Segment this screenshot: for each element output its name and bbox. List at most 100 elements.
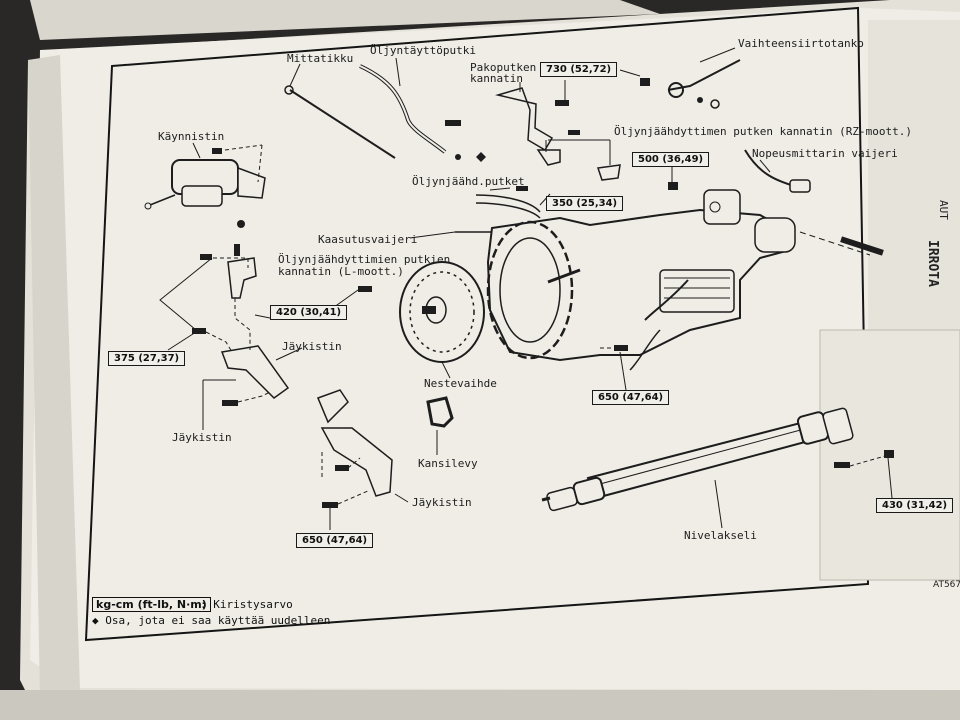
leader-line [759,159,771,173]
oil-filler-tube-inner [359,65,446,153]
shift-rod-shape [667,59,741,91]
leader-line [887,457,893,499]
cooler-pipe-shape [475,202,541,219]
side-heading: IRROTA [925,240,940,287]
leader-line [394,493,409,503]
torque-spec-420: 420 (30,41) [270,305,348,320]
label-shift-rod: Vaihteensiirtotanko [738,37,864,50]
nut-shape [884,450,894,458]
torque-spec-375: 375 (27,37) [108,351,186,366]
clip-shape [697,97,703,103]
leader-line [167,331,197,351]
bolt-shape [234,244,240,256]
bolt-shape [445,120,461,126]
shift-rod-end [668,82,684,98]
side-subheading: AUT [937,200,950,220]
legend-no-reuse: ◆ Osa, jota ei saa käyttää uudelleen [92,614,331,627]
dipstick-handle [284,85,294,95]
bolt-shape [212,148,222,154]
bolt-shape [555,100,569,106]
figure-code: AT567 [933,580,960,590]
leader-dashed [337,489,371,505]
transmission-shape [486,189,796,371]
leader-line [619,351,627,391]
leader-line [619,69,641,77]
bolt-shape [322,502,338,508]
label-oil-cooler-pipes: Öljynjäähd.putket [412,175,525,188]
label-stiffener-left: Jäykistin [172,431,232,444]
page-gutter-shadow [28,55,80,700]
leader-dashed [205,331,233,353]
pipe-bracket-shape [227,257,257,299]
bolt-shape [614,345,628,351]
torque-spec-650-b: 650 (47,64) [296,533,374,548]
leader-line [254,314,271,319]
pipe-bracket-shape [536,149,561,166]
no-reuse-diamond [476,152,486,162]
leader-line [159,257,213,331]
label-cooler-pipes-bracket-l-line1: Öljynjäähdyttimien putkien [278,253,451,266]
diagram-frame [84,6,870,642]
bolt-shape [568,130,580,135]
label-exhaust-bracket-line1: Pakoputken [470,61,537,74]
torque-spec-730: 730 (52,72) [540,62,618,77]
torque-converter-shape [399,261,485,363]
nut-shape [640,78,650,86]
dipstick-shape [289,89,396,159]
bolt-shape [237,220,245,228]
stiffener-shape [320,427,393,497]
label-stiffener-upper: Jäykistin [282,340,342,353]
bolt-shape [358,286,372,292]
label-oil-filler-tube: Öljyntäyttöputki [370,44,476,57]
torque-spec-350: 350 (25,34) [546,196,624,211]
leader-dashed [347,457,361,469]
stiffener-shape [220,345,290,399]
leader-dashed [257,144,263,183]
leader-dashed [849,455,886,467]
leader-line [714,479,723,529]
label-stiffener-lower: Jäykistin [412,496,472,509]
legend-unit-text: : Kiristysarvo [200,598,293,611]
leader-dashed [206,257,249,268]
upper-page-edge [30,0,660,40]
bolt-shape [335,465,349,471]
label-speedometer-cable: Nopeusmittarin vaijeri [752,147,898,160]
leader-line [289,63,301,87]
leader-line [395,57,401,87]
bolt-shape [516,186,528,191]
cable-connector [789,179,811,193]
label-starter: Käynnistin [158,130,225,143]
label-propeller-shaft: Nivelakseli [684,529,757,542]
leader-line [699,47,736,63]
nut-shape [668,182,678,190]
label-cover-plate: Kansilevy [418,457,478,470]
propeller-shaft-shape [541,407,854,512]
leader-dashed [224,144,263,151]
leader-line [192,142,201,159]
leader-line [409,231,456,239]
label-torque-converter: Nestevaihde [424,377,497,390]
torque-spec-430: 430 (31,42) [876,498,954,513]
leader-dashed [799,231,871,256]
torque-spec-650-a: 650 (47,64) [592,390,670,405]
leader-line [275,347,303,361]
label-throttle-cable: Kaasutusvaijeri [318,233,418,246]
stiffener-shape [317,389,349,424]
leader-line [539,193,551,206]
leader-line [441,361,451,379]
leader-dashed [237,391,271,403]
leader-line [489,187,511,191]
label-exhaust-bracket-line2: kannatin [470,72,523,85]
washer-shape [710,99,720,109]
label-dipstick: Mittatikku [287,52,354,65]
label-cooler-pipes-bracket-l-line2: kannatin (L-moott.) [278,265,404,278]
cooler-pipe-shape [475,194,541,213]
bolt-shape [222,400,238,406]
pipe-bracket-shape [597,164,621,181]
label-cooler-pipe-bracket-rz: Öljynjäähdyttimen putken kannatin (RZ-mo… [614,125,913,138]
bolt-shape [200,254,212,260]
mount-bolt [840,236,884,256]
leader-dashed [234,298,251,350]
